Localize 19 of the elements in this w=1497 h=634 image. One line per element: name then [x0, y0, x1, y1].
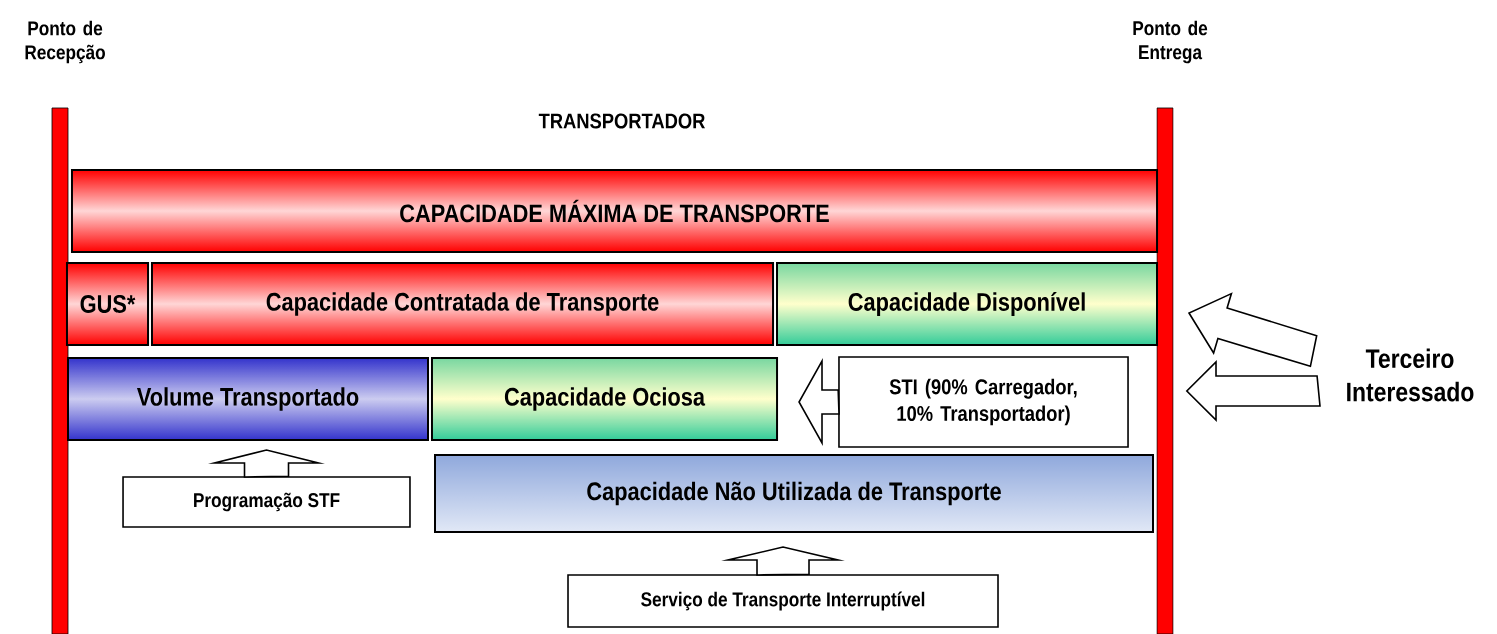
block-arrow [1185, 360, 1321, 422]
capacity-box: CAPACIDADE MÁXIMA DE TRANSPORTE [71, 169, 1159, 253]
callout-box: Programação STF [122, 476, 411, 528]
title-label: TRANSPORTADOR [538, 113, 705, 129]
block-arrow [798, 357, 840, 447]
party-label: Terceiro Interessado [1347, 348, 1474, 402]
block-arrow [721, 546, 845, 576]
point-label: Ponto de Entrega [1133, 20, 1208, 64]
block-arrow [208, 449, 325, 478]
capacity-box: Capacidade Contratada de Transporte [151, 262, 775, 346]
capacity-box: GUS* [66, 262, 150, 346]
callout-box: STI (90% Carregador, 10% Transportador) [838, 356, 1129, 448]
capacity-box: Capacidade Não Utilizada de Transporte [434, 453, 1154, 534]
capacity-box: Volume Transportado [67, 357, 429, 441]
capacity-box: Capacidade Ociosa [431, 357, 779, 441]
callout-box: Serviço de Transporte Interruptível [567, 574, 999, 628]
point-label: Ponto de Recepção [25, 20, 105, 64]
capacity-box: Capacidade Disponível [776, 262, 1158, 346]
block-arrow [1187, 292, 1318, 368]
